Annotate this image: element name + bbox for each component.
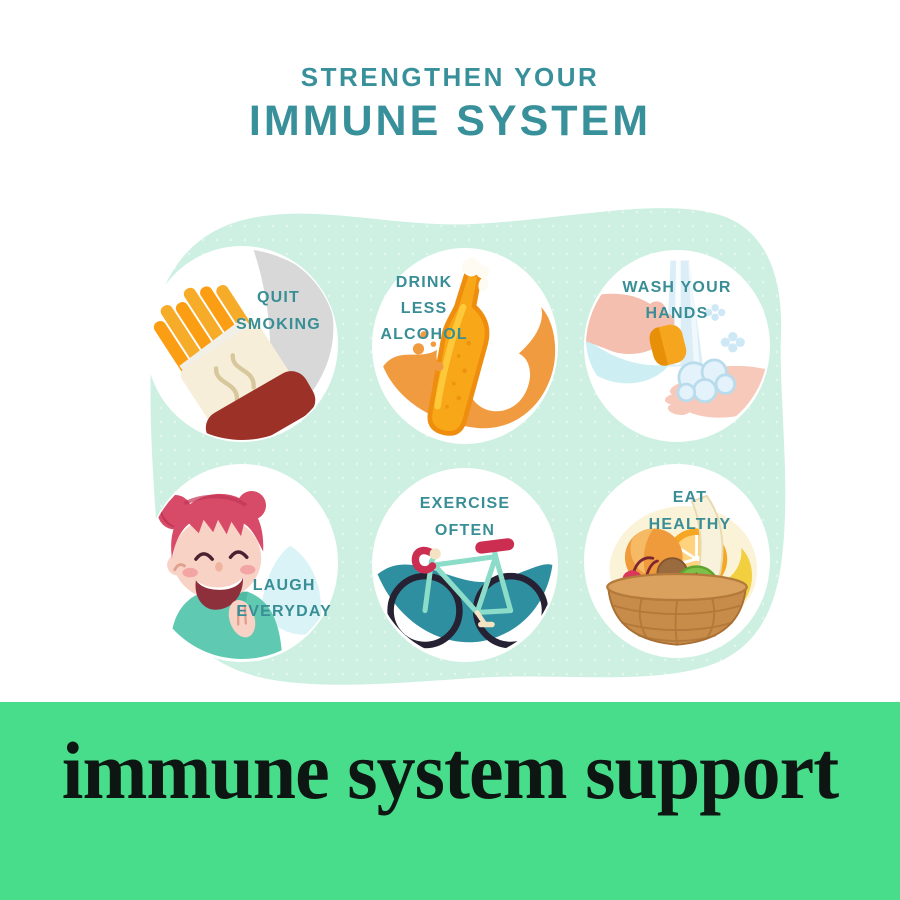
tip-label-drink-less-alcohol: DRINK LESS ALCOHOL <box>380 273 468 344</box>
tip-label-exercise-often: EXERCISE OFTEN <box>419 495 511 539</box>
tip-eat-healthy: EAT HEALTHY <box>584 464 770 658</box>
tip-label-laugh-everyday: LAUGH EVERYDAY <box>236 576 332 621</box>
tip-drink-less-alcohol: DRINK LESS ALCOHOL <box>372 248 558 444</box>
title-line-large: IMMUNE SYSTEM <box>248 97 652 145</box>
tip-label-quit-smoking: QUIT SMOKING <box>236 289 321 333</box>
tip-quit-smoking: QUIT SMOKING <box>146 246 338 442</box>
cigarette-pack-icon <box>153 249 334 440</box>
banner-caption: immune system support <box>61 725 839 816</box>
bottom-banner: immune system support <box>0 702 900 900</box>
title-line-small: STRENGTHEN YOUR <box>300 62 600 92</box>
tip-laugh-everyday: LAUGH EVERYDAY <box>146 464 338 662</box>
bicycle-icon <box>377 538 553 649</box>
laughing-girl-icon <box>157 491 322 659</box>
beer-bottle-icon <box>383 257 556 436</box>
hand-washing-icon <box>585 260 769 418</box>
tip-wash-your-hands: WASH YOUR HANDS <box>584 250 770 442</box>
fruit-basket-icon <box>606 494 758 646</box>
tip-label-eat-healthy: EAT HEALTHY <box>648 489 732 533</box>
tip-label-wash-your-hands: WASH YOUR HANDS <box>622 278 732 323</box>
page-title: STRENGTHEN YOUR IMMUNE SYSTEM <box>0 62 900 146</box>
tip-exercise-often: EXERCISE OFTEN <box>372 468 558 662</box>
